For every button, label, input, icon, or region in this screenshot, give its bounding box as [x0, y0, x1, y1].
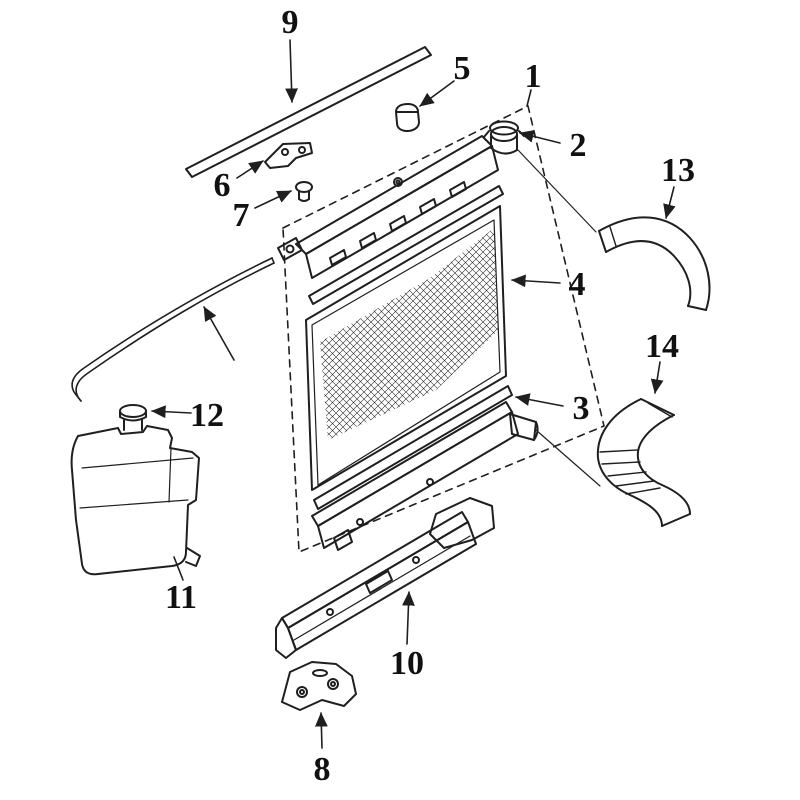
mount-cap	[395, 103, 420, 132]
lower-support	[275, 497, 495, 659]
reservoir-cap	[119, 404, 147, 422]
upper-seal	[308, 185, 504, 305]
callout-leaders	[151, 39, 676, 749]
grommet	[295, 181, 313, 202]
overflow-tube	[71, 257, 275, 402]
callout-2: 2	[570, 127, 587, 164]
callout-3: 3	[573, 390, 590, 427]
callout-10: 10	[390, 645, 424, 682]
leader-6	[236, 160, 264, 179]
leader-10	[402, 591, 415, 645]
callout-7: 7	[233, 197, 250, 234]
callout-13: 13	[661, 152, 695, 189]
callout-12: 12	[190, 397, 224, 434]
upper-bracket	[264, 142, 313, 169]
leader-overflow-tube	[203, 306, 235, 361]
leader-11	[173, 556, 184, 581]
upper-hose	[598, 216, 711, 311]
air-guide-strip	[185, 46, 432, 178]
mounting-bracket	[281, 661, 357, 711]
radiator-assembly-boundary	[282, 105, 605, 553]
leader-1	[526, 89, 532, 107]
leader-12	[151, 405, 192, 419]
leader-9	[285, 39, 298, 103]
callout-labels: 1 2 3 4 5 6 7 8 9 10 11 12 13 14	[165, 4, 695, 788]
leader-3	[515, 393, 564, 407]
leader-7	[254, 190, 292, 209]
leader-13	[663, 186, 676, 219]
callout-4: 4	[569, 266, 586, 303]
callout-8: 8	[314, 751, 331, 788]
leader-14	[650, 361, 664, 394]
callout-14: 14	[645, 328, 679, 365]
lower-seal	[313, 385, 513, 510]
leader-2	[519, 130, 561, 144]
reservoir-tank	[70, 419, 201, 576]
leader-4	[511, 274, 561, 288]
callout-5: 5	[454, 50, 471, 87]
radiator-core	[305, 205, 507, 491]
callout-6: 6	[214, 167, 231, 204]
radiator-lower-tank	[311, 149, 601, 551]
callout-1: 1	[525, 58, 542, 95]
callout-11: 11	[165, 579, 197, 616]
lower-hose	[596, 398, 691, 527]
radiator-top-tank	[277, 133, 518, 279]
leader-5	[419, 80, 455, 107]
leader-8	[314, 712, 328, 749]
callout-9: 9	[282, 4, 299, 41]
